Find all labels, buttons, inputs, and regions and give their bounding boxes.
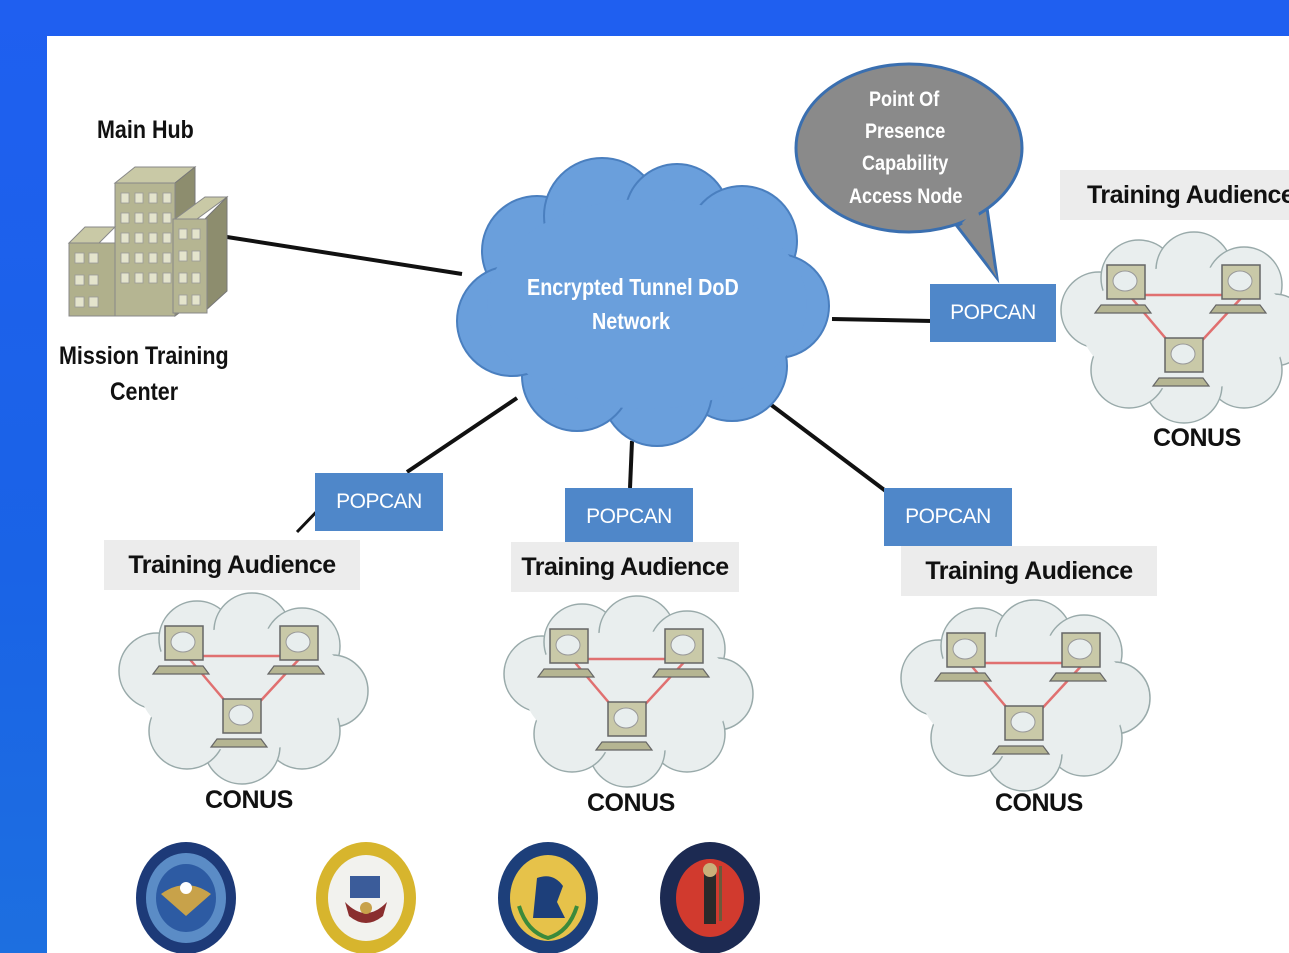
popcan-right-link	[831, 317, 933, 323]
conus-label-right: CONUS	[1153, 424, 1241, 452]
building-icon	[67, 165, 229, 317]
popcan-left-link	[405, 396, 519, 474]
training-audience-mid: Training Audience	[511, 542, 739, 592]
conus-label-left: CONUS	[205, 786, 293, 814]
hub-link	[226, 235, 463, 276]
callout-line3: Capability	[862, 152, 949, 175]
popcan-box-mid: POPCAN	[565, 488, 693, 546]
army-seal-icon	[316, 842, 416, 953]
lan-cloud-right	[1059, 230, 1289, 425]
callout-line4: Access Node	[849, 185, 963, 208]
lan-cloud-far	[899, 598, 1152, 793]
training-audience-left: Training Audience	[104, 540, 360, 590]
cloud-label-line2: Network	[592, 308, 671, 334]
conus-label-far: CONUS	[995, 789, 1083, 817]
army-reserve-seal-icon	[498, 842, 598, 953]
training-audience-right: Training Audience	[1060, 170, 1289, 220]
diagram-canvas: Main Hub Mission Training Center	[47, 36, 1289, 953]
national-guard-seal-icon	[660, 842, 760, 953]
lan-cloud-mid	[502, 594, 755, 789]
popcan-box-left: POPCAN	[315, 473, 443, 531]
callout-line1: Point Of	[869, 88, 940, 111]
popcan-mid-link	[628, 440, 634, 489]
lan-cloud-left	[117, 591, 370, 786]
callout-bubble	[794, 62, 1024, 284]
network-cloud	[456, 157, 830, 447]
training-audience-far: Training Audience	[901, 546, 1157, 596]
hub-subtitle-line2: Center	[110, 378, 179, 406]
popcan-box-right: POPCAN	[930, 284, 1056, 342]
cloud-label-line1: Encrypted Tunnel DoD	[527, 274, 739, 300]
callout-line2: Presence	[865, 120, 946, 143]
popcan-far-link	[760, 396, 889, 494]
dod-seal-icon	[136, 842, 236, 953]
popcan-box-far: POPCAN	[884, 488, 1012, 546]
main-hub-title: Main Hub	[97, 116, 194, 144]
hub-subtitle-line1: Mission Training	[59, 342, 229, 370]
conus-label-mid: CONUS	[587, 789, 675, 817]
